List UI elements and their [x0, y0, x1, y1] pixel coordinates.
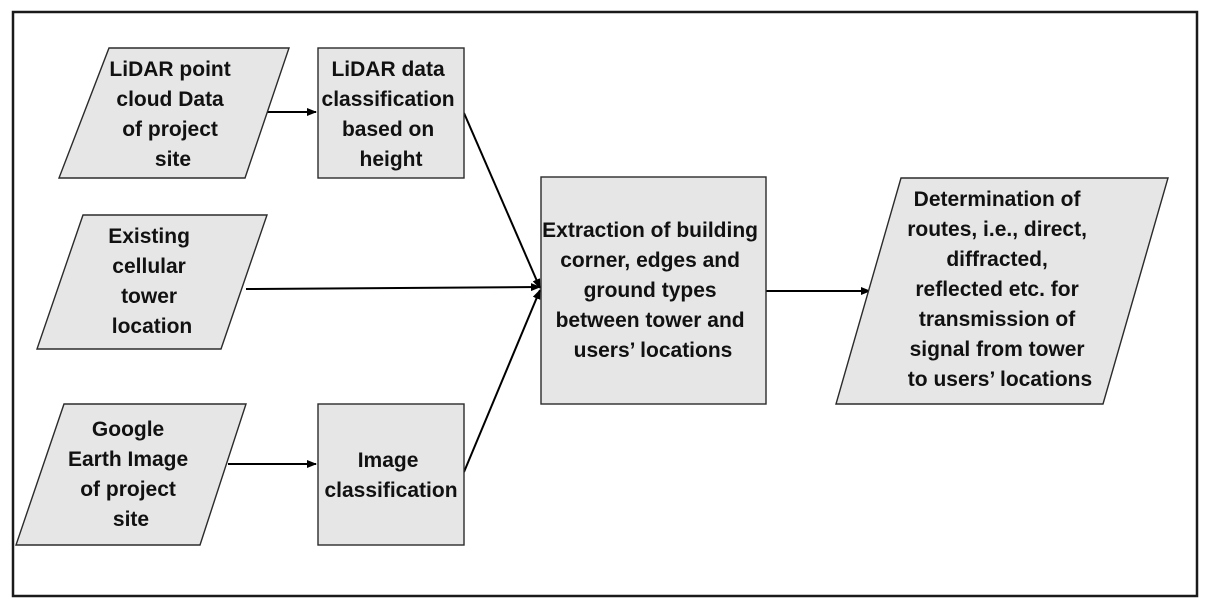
lidar-classification-line: LiDAR data — [331, 58, 444, 81]
google-input-line: Earth Image — [68, 448, 188, 471]
image-classification-box — [317, 403, 465, 546]
lidar-classification-box — [317, 47, 465, 179]
lidar-input-line: of project — [122, 118, 218, 141]
lidar-classification-line: classification — [322, 88, 455, 111]
google-input-label: Google Earth Image of project site — [68, 418, 194, 531]
edge-tower-input-to-extraction — [245, 283, 541, 292]
image-classification-line: Image — [358, 449, 419, 472]
determination-line: to users’ locations — [908, 368, 1092, 391]
lidar-input-line: cloud Data — [116, 88, 224, 111]
extraction-line: between tower and — [556, 309, 745, 332]
lidar-classification-line: based on — [342, 118, 434, 141]
tower-input-parallelogram — [36, 214, 268, 350]
determination-line: Determination of — [914, 188, 1082, 211]
node-lidar-input: LiDAR point cloud Data of project site — [57, 47, 290, 179]
determination-line: transmission of — [919, 308, 1076, 331]
edge-lidar-classification-to-extraction — [463, 112, 541, 289]
extraction-line: corner, edges and — [560, 249, 740, 272]
extraction-box — [540, 176, 767, 405]
determination-line: reflected etc. for — [915, 278, 1078, 301]
determination-line: routes, i.e., direct, — [907, 218, 1087, 241]
image-classification-label: Image classification — [324, 449, 457, 502]
determination-line: signal from tower — [910, 338, 1085, 361]
extraction-line: users’ locations — [574, 339, 733, 362]
extraction-label: Extraction of building corner, edges and… — [542, 219, 764, 362]
lidar-classification-label: LiDAR data classification based on heigh… — [322, 58, 461, 171]
lidar-input-line: LiDAR point — [109, 58, 230, 81]
determination-parallelogram — [835, 177, 1169, 405]
node-google-input: Google Earth Image of project site — [15, 403, 247, 546]
determination-line: diffracted, — [946, 248, 1048, 271]
image-classification-line: classification — [324, 479, 457, 502]
google-input-line: site — [113, 508, 149, 531]
google-input-line: of project — [80, 478, 176, 501]
tower-input-line: tower — [121, 285, 177, 308]
lidar-input-line: site — [155, 148, 191, 171]
lidar-input-parallelogram — [57, 47, 290, 179]
lidar-input-label: LiDAR point cloud Data of project site — [109, 58, 236, 171]
google-input-line: Google — [92, 418, 164, 441]
tower-input-line: cellular — [112, 255, 186, 278]
node-extraction: Extraction of building corner, edges and… — [540, 176, 767, 405]
edge-image-classification-to-extraction — [463, 289, 541, 473]
tower-input-line: location — [112, 315, 193, 338]
extraction-line: ground types — [584, 279, 717, 302]
node-image-classification: Image classification — [317, 403, 465, 546]
google-input-parallelogram — [15, 403, 247, 546]
node-determination: Determination of routes, i.e., direct, d… — [835, 177, 1169, 405]
lidar-classification-line: height — [360, 148, 423, 171]
tower-input-line: Existing — [108, 225, 190, 248]
determination-label: Determination of routes, i.e., direct, d… — [907, 188, 1093, 391]
tower-input-label: Existing cellular tower location — [108, 225, 196, 338]
node-tower-input: Existing cellular tower location — [36, 214, 268, 350]
edges — [228, 108, 871, 473]
node-lidar-classification: LiDAR data classification based on heigh… — [317, 47, 465, 179]
extraction-line: Extraction of building — [542, 219, 758, 242]
